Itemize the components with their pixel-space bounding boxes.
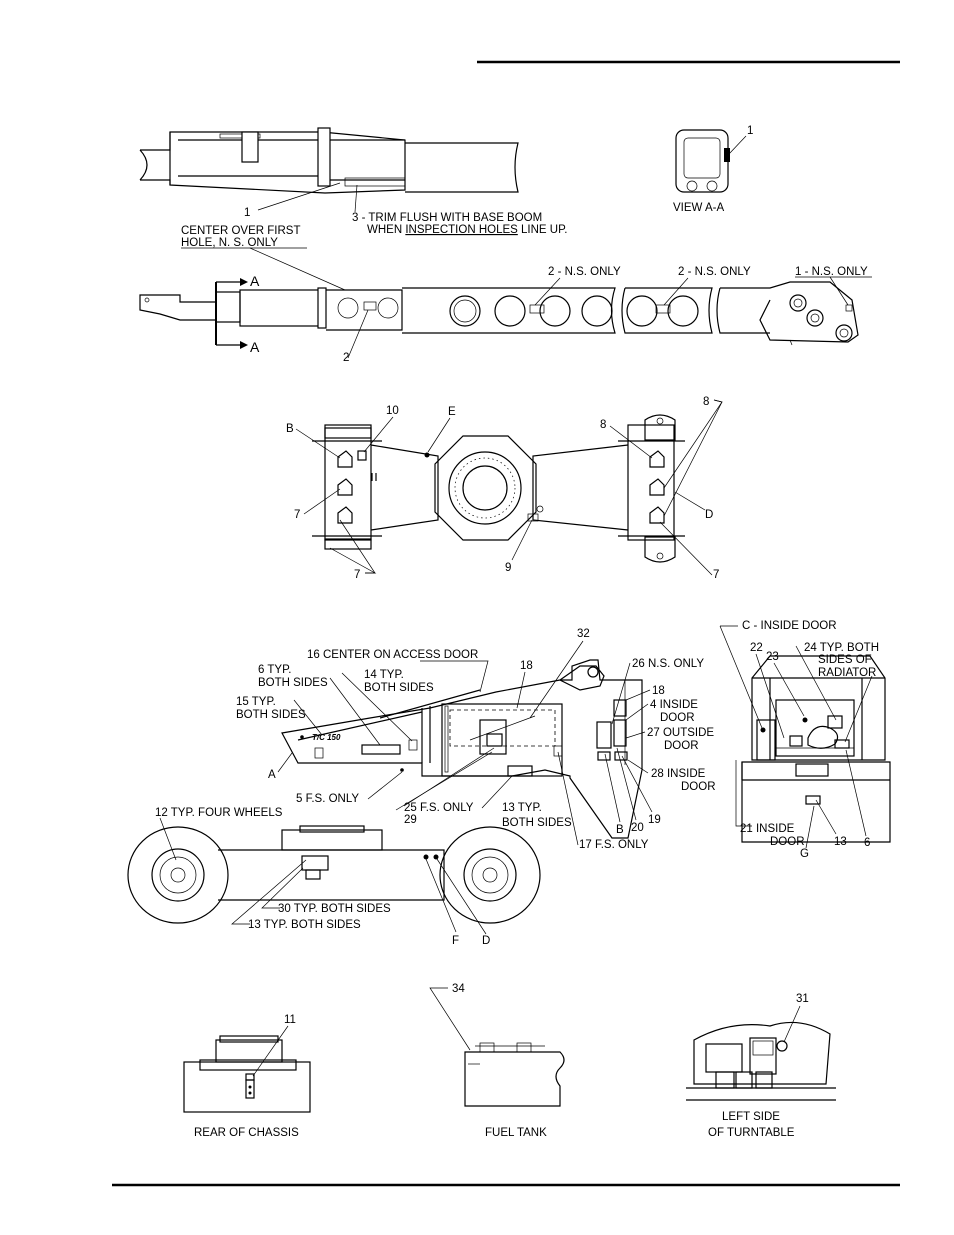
label-a-turntable: A	[268, 769, 276, 781]
ns26-note: 26 N.S. ONLY	[632, 658, 704, 670]
inside21-note-2: DOOR	[770, 836, 805, 848]
inspection-note-pre: WHEN	[367, 224, 405, 236]
view-aa-drawing	[675, 129, 730, 193]
callout-1-view: 1	[747, 125, 753, 137]
label-b-turntable: B	[616, 824, 624, 836]
callout-29: 29	[404, 814, 417, 826]
turntable-rear-drawing	[741, 655, 891, 843]
callout-31: 31	[796, 993, 809, 1005]
fuel-tank-drawing	[464, 1042, 565, 1107]
callout-11: 11	[284, 1014, 296, 1026]
callout-1-upper: 1	[244, 207, 250, 219]
view-aa-caption: VIEW A-A	[673, 202, 724, 214]
outside27-note-1: 27 OUTSIDE	[647, 727, 714, 739]
label-d-chassis: D	[482, 935, 490, 947]
fs25-note: 25 F.S. ONLY	[404, 802, 474, 814]
ns-only-note-tip: 1 - N.S. ONLY	[795, 266, 868, 278]
typ15-note-1: 15 TYP.	[236, 696, 276, 708]
callout-20: 20	[631, 822, 644, 834]
outside27-note-2: DOOR	[664, 740, 699, 752]
typ13-chassis-note: 13 TYP. BOTH SIDES	[248, 919, 361, 931]
callout-8-mid: 8	[600, 419, 606, 431]
typ30-note: 30 TYP. BOTH SIDES	[278, 903, 391, 915]
typ24-note-2: SIDES OF	[818, 654, 872, 666]
inspection-holes-note: WHEN INSPECTION HOLES LINE UP.	[367, 224, 567, 236]
section-a-marker	[215, 278, 248, 349]
section-a-label-top: A	[250, 273, 260, 289]
left-side-caption-1: LEFT SIDE	[722, 1111, 780, 1123]
rear-of-chassis-caption: REAR OF CHASSIS	[194, 1127, 299, 1139]
callout-18-a: 18	[520, 660, 533, 672]
inspection-note-underlined: INSPECTION HOLES	[405, 224, 518, 236]
label-f: F	[452, 935, 459, 947]
rear-of-chassis-drawing	[183, 1035, 311, 1113]
callout-34: 34	[452, 983, 465, 995]
wheels12-note: 12 TYP. FOUR WHEELS	[155, 807, 283, 819]
inside21-note-1: 21 INSIDE	[740, 823, 795, 835]
callout-19: 19	[648, 814, 661, 826]
fuel-tank-caption: FUEL TANK	[485, 1127, 547, 1139]
typ6-note-1: 6 TYP.	[258, 664, 291, 676]
ns-only-note-a: 2 - N.S. ONLY	[548, 266, 621, 278]
turntable-side-drawing	[281, 659, 643, 839]
typ13-note-2: BOTH SIDES	[502, 817, 572, 829]
callout-7-right: 7	[713, 569, 719, 581]
section-a-label-bottom: A	[250, 339, 260, 355]
lower-boom-drawing	[139, 281, 859, 346]
label-b-frame: B	[286, 423, 294, 435]
center-over-hole-note-2: HOLE, N. S. ONLY	[181, 237, 278, 249]
typ24-note-3: RADIATOR	[818, 667, 876, 679]
left-side-turntable-drawing	[686, 1021, 836, 1101]
callout-7-bottom: 7	[354, 569, 360, 581]
c-inside-door-note: C - INSIDE DOOR	[742, 620, 837, 632]
callout-13-rear: 13	[834, 836, 847, 848]
typ15-note-2: BOTH SIDES	[236, 709, 306, 721]
label-g: G	[800, 848, 809, 860]
chassis-frame-drawing	[312, 414, 685, 563]
upper-boom-drawing	[139, 127, 519, 194]
chassis-side-drawing	[127, 825, 541, 924]
callout-22: 22	[750, 642, 763, 654]
inside4-note-1: 4 INSIDE	[650, 699, 698, 711]
fs17-note: 17 F.S. ONLY	[579, 839, 649, 851]
typ24-note-1: 24 TYP. BOTH	[804, 642, 879, 654]
typ14-note-1: 14 TYP.	[364, 669, 404, 681]
typ13-note-1: 13 TYP.	[502, 802, 542, 814]
typ14-note-2: BOTH SIDES	[364, 682, 434, 694]
callout-2-lower: 2	[343, 352, 349, 364]
callout-6-rear: 6	[864, 837, 870, 849]
fs5-note: 5 F.S. ONLY	[296, 793, 359, 805]
callout-8-top: 8	[703, 396, 709, 408]
inside4-note-2: DOOR	[660, 712, 695, 724]
trim-flush-note: 3 - TRIM FLUSH WITH BASE BOOM	[352, 212, 542, 224]
label-e: E	[448, 406, 456, 418]
left-side-caption-2: OF TURNTABLE	[708, 1127, 795, 1139]
ns-only-note-b: 2 - N.S. ONLY	[678, 266, 751, 278]
callout-18-b: 18	[652, 685, 665, 697]
callout-7-left: 7	[294, 509, 300, 521]
callout-23: 23	[766, 651, 779, 663]
callout-9: 9	[505, 562, 511, 574]
turntable-logo: T/C 150	[312, 733, 341, 742]
center-on-access-door-note: 16 CENTER ON ACCESS DOOR	[307, 649, 478, 661]
callout-10: 10	[386, 405, 399, 417]
typ6-note-2: BOTH SIDES	[258, 677, 328, 689]
callout-32: 32	[577, 628, 590, 640]
center-over-hole-note-1: CENTER OVER FIRST	[181, 225, 300, 237]
inspection-note-post: LINE UP.	[518, 224, 568, 236]
label-d-frame: D	[705, 509, 713, 521]
inside28-note-2: DOOR	[681, 781, 716, 793]
inside28-note-1: 28 INSIDE	[651, 768, 706, 780]
